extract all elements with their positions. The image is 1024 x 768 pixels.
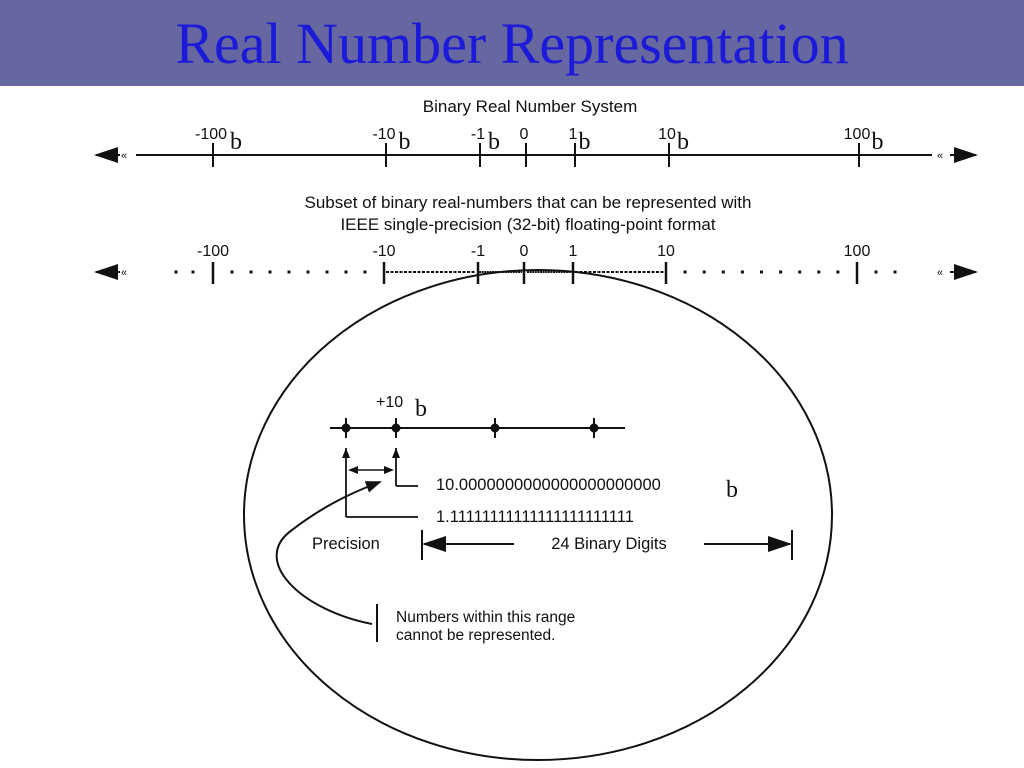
representable-dot <box>325 270 329 274</box>
top-tick-label: 10 <box>658 126 676 143</box>
subset-tick-label: 10 <box>657 243 675 260</box>
top-tick-label: -100 <box>195 126 227 143</box>
precision-label: Precision <box>312 535 380 553</box>
top-tick-suffix: b <box>230 129 242 155</box>
subset-right-ellipsis-mark: « <box>937 267 943 279</box>
slide-title: Real Number Representation <box>175 11 849 76</box>
zoom-tick-label: +10 <box>376 394 403 411</box>
top-tick-suffix: b <box>579 129 591 155</box>
top-tick-suffix: b <box>677 129 689 155</box>
subset-tick-label: 100 <box>844 243 871 260</box>
representable-dot <box>779 270 783 274</box>
representable-dot <box>798 270 802 274</box>
representable-dot <box>721 270 725 274</box>
top-line-heading: Binary Real Number System <box>423 97 637 116</box>
representable-dot <box>836 270 840 274</box>
zoom-tick-suffix: b <box>415 396 427 422</box>
note-line1: Numbers within this range <box>396 609 575 626</box>
representable-dot <box>702 270 706 274</box>
representable-dot <box>893 270 897 274</box>
zoom-number-line <box>330 418 625 438</box>
top-number-line: « « <box>94 147 978 163</box>
representable-dot <box>344 270 348 274</box>
representable-dot <box>249 270 253 274</box>
top-tick-suffix: b <box>872 129 884 155</box>
left-ellipsis-mark: « <box>121 150 127 162</box>
subset-left-ellipsis-mark: « <box>121 267 127 279</box>
representable-dot <box>287 270 291 274</box>
sparse-dots <box>174 270 897 274</box>
representable-dot <box>874 270 878 274</box>
top-tick-label: -1 <box>471 126 485 143</box>
digits-label: 24 Binary Digits <box>551 535 667 553</box>
subset-heading-line1: Subset of binary real-numbers that can b… <box>305 193 752 212</box>
representable-dot <box>191 270 195 274</box>
note-line2: cannot be represented. <box>396 627 555 644</box>
subset-tick-label: 0 <box>520 243 529 260</box>
subset-tick-label: -100 <box>197 243 229 260</box>
upper-value-suffix: b <box>726 477 738 503</box>
subset-heading-line2: IEEE single-precision (32-bit) floating-… <box>340 215 715 234</box>
lower-value: 1.11111111111111111111111 <box>436 508 634 526</box>
right-ellipsis-mark: « <box>937 150 943 162</box>
subset-number-line: « « <box>94 264 978 280</box>
top-tick-suffix: b <box>399 129 411 155</box>
zoom-point <box>589 423 599 433</box>
subset-tick-label: -1 <box>471 243 485 260</box>
representable-dot <box>760 270 763 274</box>
representable-dot <box>268 270 272 274</box>
gap-pointer-curve <box>275 481 382 625</box>
title-bar: Real Number Representation <box>0 0 1024 86</box>
upper-value: 10.0000000000000000000000 <box>436 476 661 494</box>
representable-dot <box>363 270 367 274</box>
zoom-point <box>341 423 351 433</box>
zoom-point <box>391 423 401 433</box>
representable-dot <box>174 270 178 274</box>
top-tick-label: 1 <box>569 126 578 143</box>
representable-dot <box>306 270 310 274</box>
top-tick-label: -10 <box>372 126 395 143</box>
magnifier-circle <box>243 269 833 761</box>
subset-tick-label: 1 <box>569 243 578 260</box>
representable-dot <box>817 270 821 274</box>
top-tick-label: 0 <box>520 126 529 143</box>
top-tick-label: 100 <box>844 126 871 143</box>
representable-dot <box>740 270 744 274</box>
top-tick-suffix: b <box>488 129 500 155</box>
representable-dot <box>683 270 687 274</box>
zoom-point <box>490 423 500 433</box>
value-leaders <box>342 448 418 518</box>
subset-tick-label: -10 <box>372 243 395 260</box>
representable-dot <box>230 270 234 274</box>
